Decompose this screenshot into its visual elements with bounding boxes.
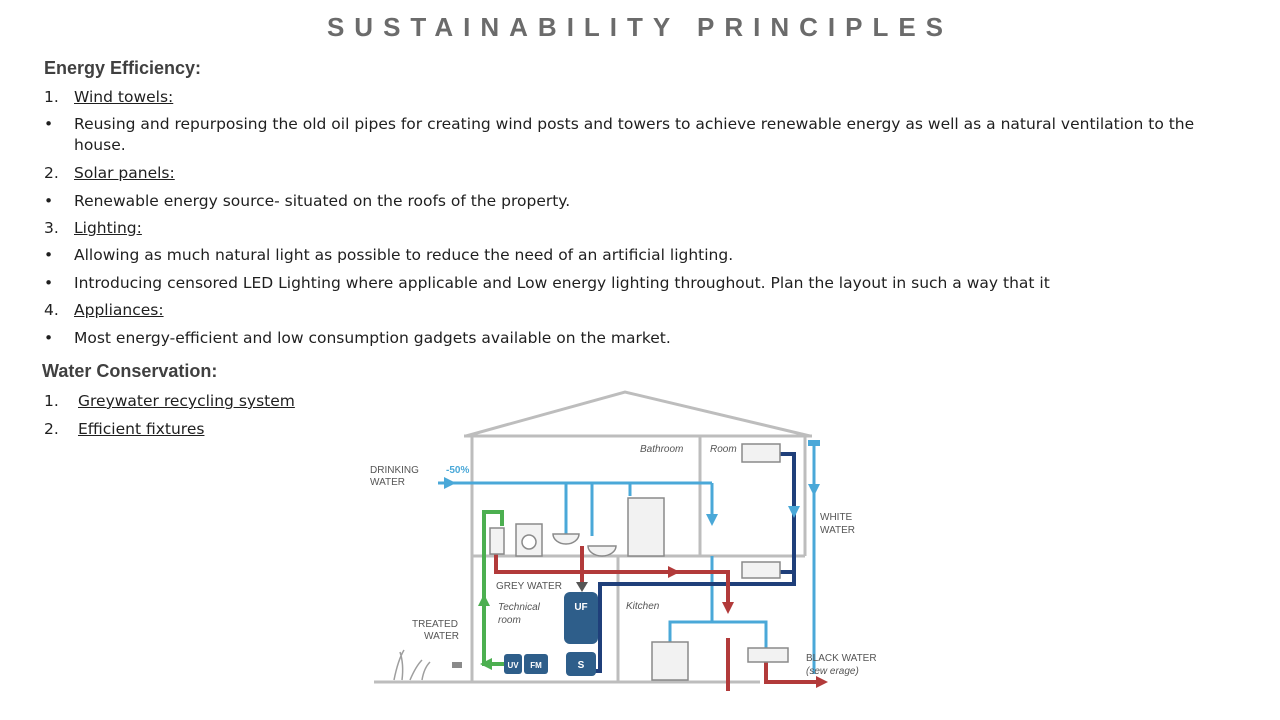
list-marker: •: [44, 329, 54, 347]
basin-icon: [587, 545, 617, 557]
uv-unit: [504, 654, 522, 674]
white-water-label-2: WATER: [820, 525, 855, 536]
grey-down-arrow-icon: [722, 602, 734, 614]
list-text: Introducing censored LED Lighting where …: [74, 274, 1050, 292]
water-heading: Water Conservation:: [42, 361, 218, 381]
list-text: Greywater recycling system: [78, 392, 295, 410]
faucet-icon: [452, 662, 462, 668]
drinking-arrow-icon: [444, 477, 456, 489]
treated-left-arrow-icon: [480, 658, 492, 670]
black-water-arrow-icon: [816, 676, 828, 688]
black-water-label-2: (sew erage): [806, 666, 859, 677]
technical-room-label: Technical: [498, 602, 541, 613]
list-marker: 1.: [44, 392, 59, 410]
roof-collector: [808, 440, 820, 446]
sink-icon: [552, 533, 580, 545]
list-marker: 2.: [44, 420, 59, 438]
energy-heading: Energy Efficiency:: [44, 58, 202, 78]
list-marker: 3.: [44, 219, 59, 237]
list-marker: 2.: [44, 164, 59, 182]
list-text: Lighting:: [74, 219, 142, 237]
page-title: SUSTAINABILITY PRINCIPLES: [326, 12, 954, 42]
list-text: Solar panels:: [74, 164, 175, 182]
list-text: Reusing and repurposing the old oil pipe…: [74, 115, 1195, 154]
fm-label: FM: [530, 661, 542, 670]
grey-arrow-icon: [668, 566, 680, 578]
list-text: Efficient fixtures: [78, 420, 205, 438]
list-text: Renewable energy source- situated on the…: [74, 192, 571, 210]
ac-unit-2-icon: [741, 561, 781, 579]
dishwasher-icon: [651, 641, 689, 681]
bathroom-label: Bathroom: [640, 444, 683, 455]
minus50-label: -50%: [446, 465, 469, 476]
technical-room-label-2: room: [498, 615, 521, 626]
list-marker: •: [44, 246, 54, 264]
s-tank: [566, 652, 596, 676]
list-marker: •: [44, 274, 54, 292]
house-outline: [374, 390, 812, 684]
grey-water-label: GREY WATER: [496, 581, 562, 592]
drinking-water-label-2: WATER: [370, 477, 405, 488]
white-water-label: WHITE: [820, 512, 853, 523]
fm-unit: [524, 654, 548, 674]
treated-water-label: TREATED: [412, 619, 458, 630]
greywater-diagram: UF S UV FM Bathroom Room DRINKING WATER …: [370, 390, 877, 691]
list-text: Wind towels:: [74, 88, 174, 106]
list-marker: 4.: [44, 301, 59, 319]
list-marker: •: [44, 115, 54, 133]
list-marker: •: [44, 192, 54, 210]
list-marker: 1.: [44, 88, 59, 106]
s-label: S: [578, 660, 585, 671]
room-label: Room: [710, 444, 737, 455]
kitchen-label: Kitchen: [626, 601, 660, 612]
treated-water-label-2: WATER: [424, 631, 459, 642]
list-text: Appliances:: [74, 301, 164, 319]
uf-tank: [564, 592, 598, 644]
treated-arrow-icon: [478, 594, 490, 606]
shower-icon: [627, 497, 665, 557]
grey-tank-arrow-icon: [576, 582, 588, 592]
roof-arrow-icon: [808, 484, 820, 496]
drinking-water-label: DRINKING: [370, 465, 419, 476]
kitchen-sink-icon: [747, 647, 789, 663]
drinking-down-arrow-icon: [706, 514, 718, 526]
ac-unit-icon: [741, 443, 781, 463]
drinking-water-pipes: [438, 481, 768, 648]
uf-label: UF: [574, 602, 587, 613]
toilet-icon: [489, 527, 505, 555]
list-text: Allowing as much natural light as possib…: [74, 246, 734, 264]
uv-label: UV: [507, 661, 519, 670]
white-water-arrow-icon: [788, 506, 800, 518]
plants-icon: [393, 649, 431, 681]
list-text: Most energy-efficient and low consumptio…: [74, 329, 671, 347]
fixtures: [489, 443, 789, 681]
black-water-label: BLACK WATER: [806, 653, 877, 664]
white-water-pipes: [582, 452, 796, 673]
